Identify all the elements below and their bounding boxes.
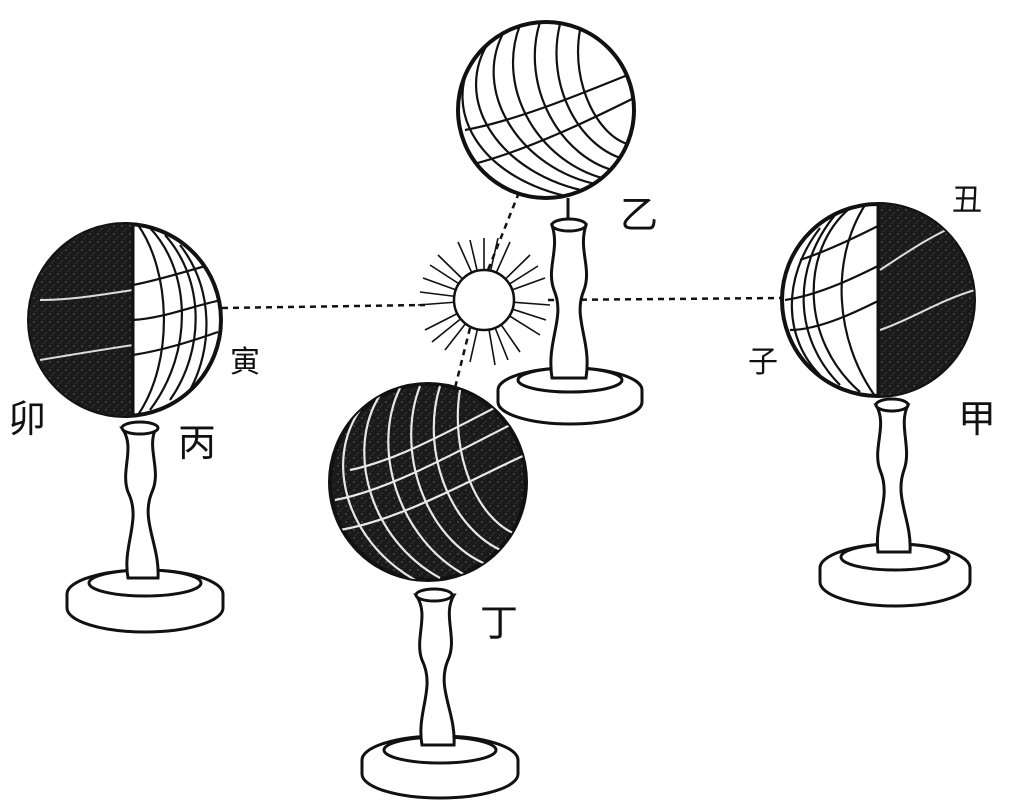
label-bing: 丙 (178, 421, 216, 465)
label-yin: 寅 (230, 345, 260, 380)
label-jia: 甲 (958, 397, 996, 441)
sun (418, 238, 550, 365)
line-sun-ding (455, 328, 470, 388)
label-mao: 卯 (8, 397, 46, 441)
line-bing-sun (222, 305, 425, 308)
label-ding: 丁 (480, 601, 518, 645)
globe-yi (458, 22, 642, 424)
label-yi: 乙 (620, 193, 658, 237)
globe-ding (330, 384, 526, 798)
line-sun-jia (548, 298, 782, 300)
sun-disc (454, 270, 514, 330)
globe-jia-stand (820, 399, 970, 606)
label-chou: 丑 (952, 183, 982, 218)
label-zi: 子 (748, 345, 778, 380)
